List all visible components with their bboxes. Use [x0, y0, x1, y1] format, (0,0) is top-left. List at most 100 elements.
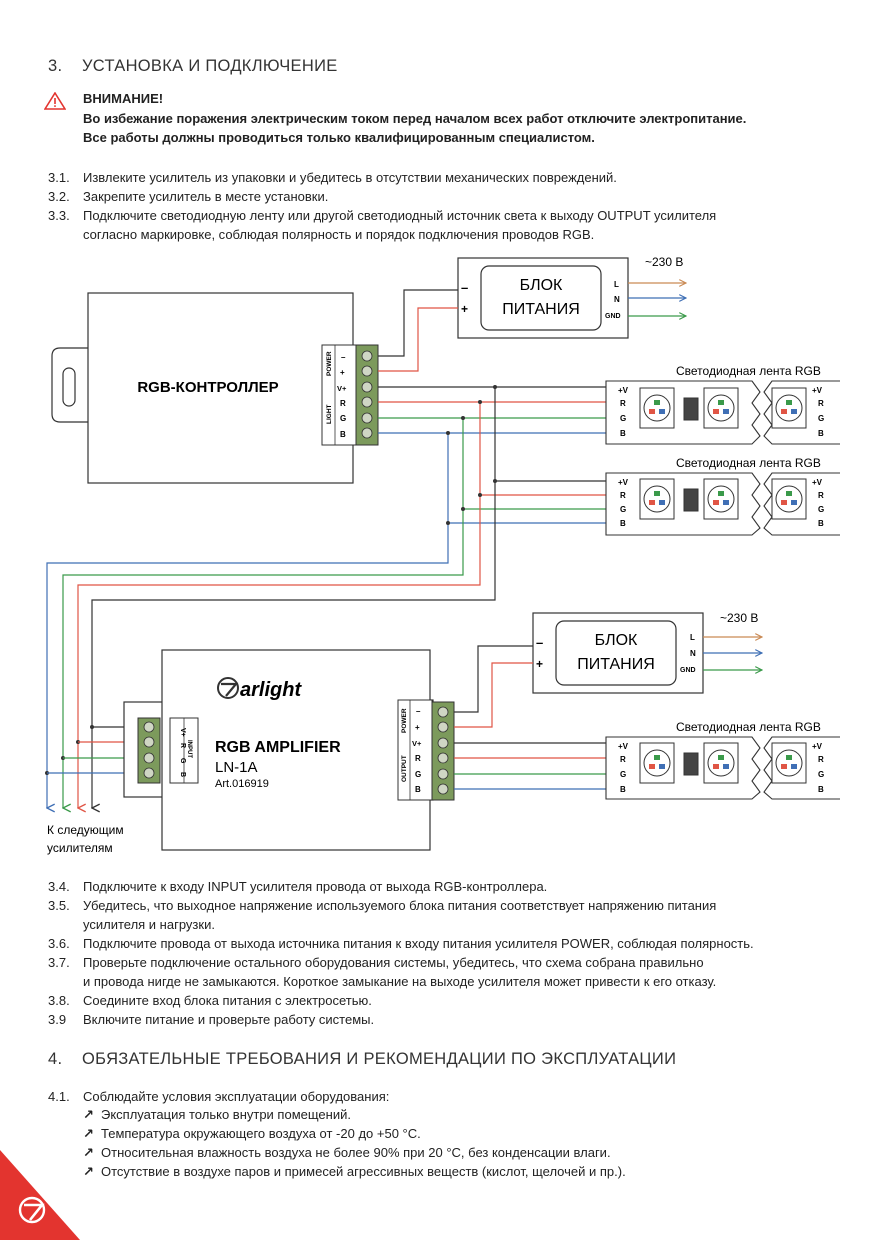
brand-corner-icon: [0, 1150, 80, 1240]
step-text: Соедините вход блока питания с электросе…: [83, 993, 372, 1008]
bullet-text: Относительная влажность воздуха не более…: [101, 1145, 611, 1160]
step-text: Соблюдайте условия эксплуатации оборудов…: [83, 1089, 390, 1104]
strip3-b: B: [620, 785, 626, 794]
psu-label-2: ПИТАНИЯ: [502, 301, 580, 318]
amp-output: OUTPUT: [401, 755, 408, 782]
amp-out-plus: +: [415, 723, 420, 732]
strip2-g: G: [620, 505, 626, 514]
led-strip-2: Светодиодная лента RGB +V R G B +V R G B: [605, 456, 840, 536]
amp-out-r: R: [415, 754, 421, 763]
strip-label-3: Светодиодная лента RGB: [676, 720, 821, 734]
bullet-item: ↗ Температура окружающего воздуха от -20 …: [83, 1126, 421, 1142]
bullet-item: ↗ Отсутствие в воздухе паров и примесей а…: [83, 1164, 626, 1180]
amp-power: POWER: [401, 708, 408, 733]
amp-model: LN-1A: [215, 759, 258, 776]
psu2-N: N: [690, 649, 696, 658]
arrow-bullet-icon: ↗: [83, 1164, 94, 1179]
step-number: 3.1.: [48, 170, 70, 185]
strip2-g-end: G: [818, 505, 824, 514]
warning-title: ВНИМАНИЕ!: [83, 91, 164, 106]
step-number: 3.3.: [48, 208, 70, 223]
strip2-r: R: [620, 491, 626, 500]
amp-input: INPUT: [186, 740, 192, 758]
step-text-cont: и провода нигде не замыкаются. Короткое …: [83, 974, 717, 989]
psu-label-1: БЛОК: [520, 277, 563, 294]
amp-t-vplus: V+: [179, 728, 186, 737]
psu-N: N: [614, 295, 620, 304]
bullet-item: ↗Эксплуатация только внутри помещений.: [83, 1107, 351, 1123]
led-strip-1: Светодиодная лента RGB +V R G B +V R G B: [605, 364, 840, 445]
controller-t-g: G: [340, 414, 346, 423]
step-number: 4.1.: [48, 1089, 70, 1104]
psu2-L: L: [690, 633, 695, 642]
step-number: 3.5.: [48, 898, 70, 913]
section-4-heading: 4.ОБЯЗАТЕЛЬНЫЕ ТРЕБОВАНИЯ И РЕКОМЕНДАЦИИ…: [48, 1050, 676, 1069]
psu-L: L: [614, 280, 619, 289]
strip1-r-end: R: [818, 399, 824, 408]
strip1-g: G: [620, 414, 626, 423]
mains-label: ~230 В: [645, 255, 683, 269]
controller-label: RGB-КОНТРОЛЛЕР: [137, 379, 278, 396]
strip1-b-end: B: [818, 429, 824, 438]
warning-icon: [44, 92, 66, 110]
controller-light: LIGHT: [326, 404, 333, 424]
step-number: 3.9: [48, 1012, 67, 1027]
strip2-v: +V: [618, 478, 629, 487]
bullet-item: ↗Относительная влажность воздуха не боле…: [83, 1145, 611, 1161]
amp-out-minus: –: [416, 707, 421, 716]
strip-label-2: Светодиодная лента RGB: [676, 456, 821, 470]
strip-label-1: Светодиодная лента RGB: [676, 364, 821, 378]
step-text: Закрепите усилитель в месте установки.: [83, 189, 329, 204]
amp-art: Art.016919: [215, 778, 269, 790]
psu2-GND: GND: [680, 667, 696, 674]
psu2-plus: +: [536, 657, 543, 671]
strip1-v: +V: [618, 386, 629, 395]
strip1-r: R: [620, 399, 626, 408]
strip3-r: R: [620, 755, 626, 764]
bullet-text: Температура окружающего воздуха от -20 д…: [101, 1126, 421, 1141]
arrow-bullet-icon: ↗: [83, 1126, 94, 1141]
step-text: Убедитесь, что выходное напряжение испол…: [83, 898, 717, 913]
next-amps-label-1: К следующим: [47, 823, 124, 837]
bullet-text: Эксплуатация только внутри помещений.: [101, 1107, 351, 1122]
controller-t-r: R: [340, 399, 346, 408]
step-text-cont: усилителя и нагрузки.: [83, 917, 215, 932]
psu2-minus: –: [536, 635, 543, 650]
led-strip-3: Светодиодная лента RGB +V R G B +V R G B: [605, 720, 840, 800]
strip2-b-end: B: [818, 519, 824, 528]
strip3-v-end: +V: [812, 742, 823, 751]
strip1-v-end: +V: [812, 386, 823, 395]
strip3-r-end: R: [818, 755, 824, 764]
amp-out-b: B: [415, 785, 421, 794]
bullet-text: Отсутствие в воздухе паров и примесей аг…: [101, 1164, 626, 1179]
psu2-label-1: БЛОК: [595, 632, 638, 649]
controller-power: POWER: [326, 351, 333, 376]
amp-t-r: R: [179, 743, 186, 748]
step-number: 3.2.: [48, 189, 70, 204]
psu-plus: +: [461, 302, 468, 316]
section-title: УСТАНОВКА И ПОДКЛЮЧЕНИЕ: [82, 57, 338, 75]
amp-out-vplus: V+: [412, 739, 422, 748]
step-text: Проверьте подключение остального оборудо…: [83, 955, 704, 970]
strip3-g: G: [620, 770, 626, 779]
arlight-logo: arlight: [217, 677, 302, 701]
section-number: 4.: [48, 1050, 63, 1068]
psu-amplifier: БЛОК ПИТАНИЯ – + L N GND ~230 В: [532, 611, 762, 694]
step-text: Включите питание и проверьте работу сист…: [83, 1012, 375, 1027]
rgb-controller: RGB-КОНТРОЛЛЕР POWER LIGHT – + V+ R G B: [51, 292, 379, 484]
section-3-heading: 3.УСТАНОВКА И ПОДКЛЮЧЕНИЕ: [48, 57, 338, 76]
next-amps-label-2: усилителям: [47, 841, 113, 855]
strip3-v: +V: [618, 742, 629, 751]
controller-t-plus: +: [340, 368, 345, 377]
controller-t-vplus: V+: [337, 384, 347, 393]
wiring-diagram: БЛОК ПИТАНИЯ – + L N GND ~230 В RGB-КОНТ…: [45, 255, 840, 855]
warning-line-1: Во избежание поражения электрическим ток…: [83, 111, 747, 126]
strip1-g-end: G: [818, 414, 824, 423]
controller-t-minus: –: [341, 353, 346, 362]
strip3-g-end: G: [818, 770, 824, 779]
strip2-v-end: +V: [812, 478, 823, 487]
rgb-amplifier: V+ R G B INPUT arlight RGB AMPLIFIER LN-…: [123, 649, 455, 851]
psu-top: БЛОК ПИТАНИЯ – + L N GND ~230 В: [457, 255, 686, 339]
controller-t-b: B: [340, 430, 346, 439]
amp-title: RGB AMPLIFIER: [215, 739, 341, 756]
